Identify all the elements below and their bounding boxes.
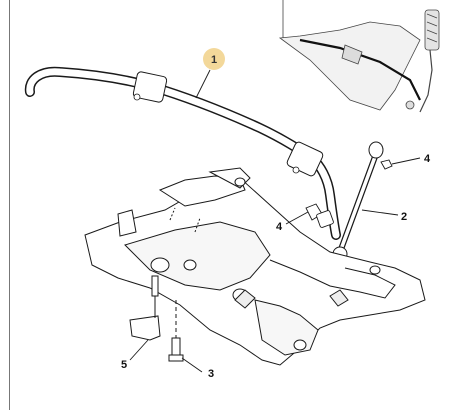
mount-hole-right [369,265,381,275]
front-subframe [84,167,426,366]
stabilizer-bushing-left [132,71,168,103]
mount-hole-left [150,257,170,273]
link-nut-lower [305,203,334,228]
subframe-right-rail [269,259,396,299]
leader-lines [129,69,421,373]
bushing-bolt-right [292,166,300,174]
inset-subframe [278,21,421,111]
subframe-rib-right [329,289,349,307]
mount-hole-front [234,177,246,187]
inset-bracket [341,44,363,65]
subframe-weld-lines [169,207,201,233]
mount-hole-center [183,259,197,271]
subframe-left-arm [124,221,271,291]
inset-strut-spring [424,9,440,51]
leader-3 [181,357,203,373]
inset-spring-coils [426,13,438,43]
callout-circle-icon [203,48,225,70]
link-nut-upper [380,159,393,170]
subframe-rib [234,289,256,309]
bracket-stud [151,275,159,297]
callout-3: 3 [208,368,214,380]
leader-2 [361,209,399,216]
inset-strut-leg [419,49,433,113]
inset-link-joint [405,100,415,110]
leader-1 [195,69,211,99]
subframe-bolt [168,337,184,362]
mount-hole-bottom [293,339,307,351]
stabilizer-bar-body [26,68,340,239]
callout-5: 5 [121,359,127,371]
leader-5 [129,339,149,361]
callout-4-lower: 4 [276,221,283,233]
callout-2: 2 [401,211,407,223]
leader-4-upper [391,157,421,165]
frame-border [9,0,10,410]
bolt-head [168,354,184,362]
stabilizer-bar [24,66,341,240]
inset-overview [278,0,440,113]
subframe-left-bracket [117,209,137,237]
rear-bracket [129,275,161,341]
stabilizer-link [332,141,384,262]
bracket-plate [129,315,161,341]
link-rod-body [338,152,378,254]
callout-1: 1 [211,54,217,66]
bushing-bolt-left [133,93,141,101]
bolt-shank [171,337,181,357]
leader-4-lower [285,211,309,225]
callout-4-upper: 4 [424,153,431,165]
link-upper-joint [368,141,384,159]
inset-stabilizer-bar [299,38,421,101]
